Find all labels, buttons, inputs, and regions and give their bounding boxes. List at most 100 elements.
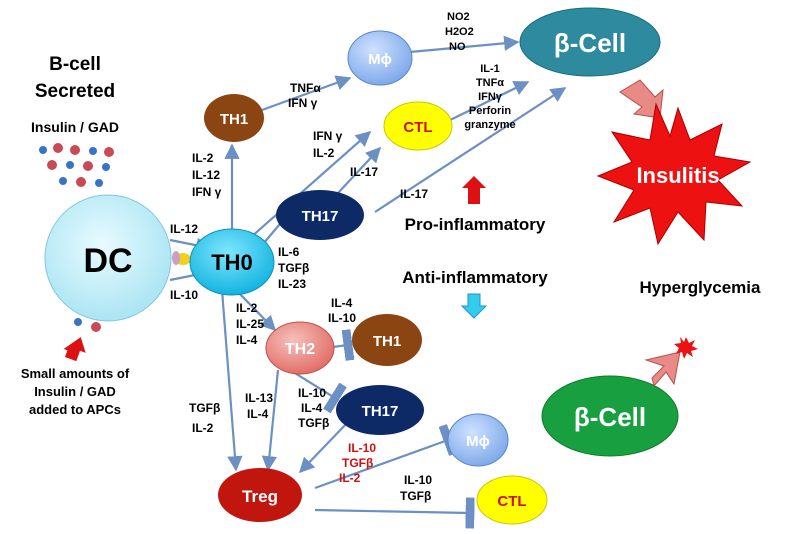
svg-text:IFN γ: IFN γ [313,129,343,143]
dc-label: DC [83,242,132,280]
svg-text:IL-2: IL-2 [339,471,361,485]
anti-inflammatory-label: Anti-inflammatory [402,268,548,287]
insulitis-node: Insulitis [596,102,752,246]
th17-cytokines: IL-6 TGFβ IL-23 [278,245,309,291]
th17-bottom-node: TH17 [336,385,424,435]
svg-text:IL-4: IL-4 [247,407,269,421]
svg-text:granzyme: granzyme [464,119,515,131]
insulin-gad-label: Insulin / GAD [31,119,119,135]
th2-cytokines: IL-2 IL-25 IL-4 [236,301,264,347]
th17-il17-up-label: IL-17 [350,165,378,179]
dc-node: DC [44,194,172,322]
th0-label: TH0 [211,250,253,275]
svg-text:IL-4: IL-4 [331,296,353,310]
ctl-top-node: CTL [383,101,453,151]
note-line3: added to APCs [29,402,121,417]
b-cell-header-line2: Secreted [35,81,115,102]
svg-text:NO2: NO2 [447,11,470,23]
svg-text:IL-6: IL-6 [278,245,300,259]
treg-input-cytokines: TGFβ IL-2 [189,401,220,435]
treg-node: Treg [218,468,302,522]
red-up-arrow-icon [63,337,86,362]
svg-text:IFN γ: IFN γ [288,96,318,110]
th1-bottom-label: TH1 [373,333,401,350]
svg-text:IL-23: IL-23 [278,277,306,291]
ctl-top-label: CTL [403,119,432,136]
th17-bottom-label: TH17 [362,403,399,420]
dc-il10-label: IL-10 [170,288,198,302]
up-right-arrow-icon [644,351,681,388]
note-line2: Insulin / GAD [34,384,116,399]
b-cell-header-line1: B-cell [49,54,101,75]
hyperglycemia-label: Hyperglycemia [640,278,761,297]
treg-label: Treg [242,487,278,506]
svg-text:IL-25: IL-25 [236,317,264,331]
th0-node: TH0 [189,228,275,296]
synapse-icon [172,251,191,265]
beta-cell-bottom-node: β-Cell [541,375,679,457]
ctl-bottom-node: CTL [476,475,548,525]
th2-to-th1-cytokines: IL-4 IL-10 [328,296,356,325]
svg-text:IL-2: IL-2 [192,421,214,435]
svg-text:IL-2: IL-2 [192,151,214,165]
up-arrow-icon [462,176,486,204]
th17-top-label: TH17 [302,208,339,225]
svg-text:TNFα: TNFα [290,81,321,95]
svg-text:IL-1: IL-1 [480,63,500,75]
treg-output-cytokines: IL-10 TGFβ [400,473,432,503]
svg-text:IL-10: IL-10 [404,473,432,487]
down-arrow-icon [619,79,664,119]
svg-text:IL-4: IL-4 [236,333,258,347]
mphi-bottom-label: Mϕ [466,433,490,450]
svg-text:IL-2: IL-2 [313,146,335,160]
svg-text:IL-10: IL-10 [328,311,356,325]
svg-text:TGFβ: TGFβ [189,401,220,415]
down-arrow-cyan-icon [460,293,488,319]
svg-text:TGFβ: TGFβ [400,489,431,503]
starburst-small-icon [674,337,698,359]
insulitis-label: Insulitis [636,163,719,188]
ctl-output-cytokines: IL-1 TNFα IFNγ Perforin granzyme [464,63,515,131]
th2-node: TH2 [265,321,335,375]
mphi-top-label: Mϕ [368,51,392,68]
svg-text:IL-4: IL-4 [301,401,323,415]
th17-il17-right-label: IL-17 [400,187,428,201]
svg-text:IL-13: IL-13 [245,391,273,405]
mphi-bottom-node: Mϕ [447,413,509,467]
th17-to-treg-cytokines: IL-10 TGFβ IL-2 [339,441,376,485]
th1-top-label: TH1 [220,111,248,128]
th17-top-node: TH17 [276,190,364,240]
mphi-output-cytokines: NO2 H2O2 NO [445,11,474,53]
svg-text:IL-10: IL-10 [298,386,326,400]
th2-label: TH2 [285,341,315,358]
svg-text:IFN γ: IFN γ [192,185,222,199]
svg-text:IL-2: IL-2 [236,301,258,315]
svg-text:TGFβ: TGFβ [342,456,373,470]
beta-cell-top-node: β-Cell [519,7,661,77]
svg-text:H2O2: H2O2 [445,26,474,38]
connectors [169,35,567,529]
ctl-bottom-label: CTL [497,493,526,510]
beta-cell-top-label: β-Cell [554,28,626,58]
mphi-input-cytokines: TNFα IFN γ [288,81,321,110]
beta-cell-bottom-label: β-Cell [574,402,646,432]
th2-to-treg-cytokines: IL-13 IL-4 [245,391,273,421]
svg-text:Perforin: Perforin [469,105,511,117]
note-line1: Small amounts of [21,366,130,381]
svg-text:TGFβ: TGFβ [278,261,309,275]
th1-bottom-node: TH1 [352,314,422,366]
pro-inflammatory-label: Pro-inflammatory [405,215,546,234]
ctl-input-cytokines: IFN γ IL-2 [313,129,343,160]
svg-text:NO: NO [449,41,466,53]
th1-cytokines: IL-2 IL-12 IFN γ [192,151,222,199]
th2-to-th17-cytokines: IL-10 IL-4 TGFβ [298,386,329,430]
svg-text:IFNγ: IFNγ [478,91,503,103]
svg-text:TGFβ: TGFβ [298,416,329,430]
svg-text:TNFα: TNFα [476,77,504,89]
svg-text:IL-12: IL-12 [192,168,220,182]
svg-text:IL-10: IL-10 [348,441,376,455]
th1-top-node: TH1 [204,94,264,142]
mphi-top-node: Mϕ [347,30,413,86]
